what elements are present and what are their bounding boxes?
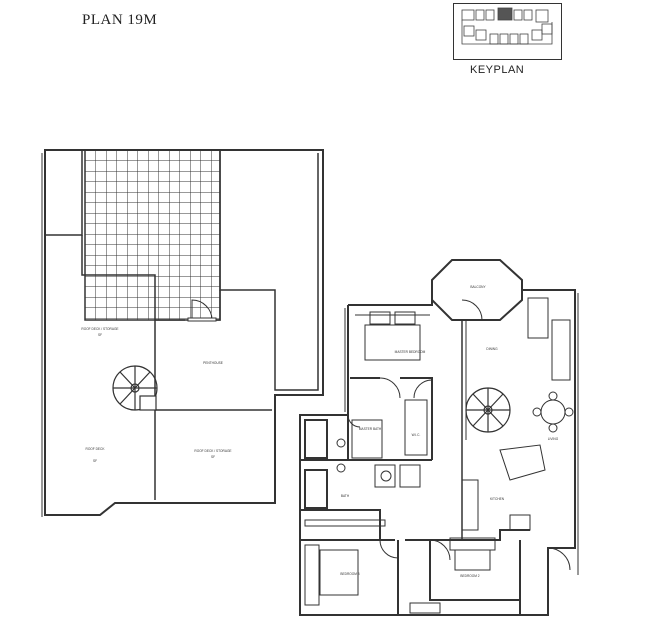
label-penthouse: PENTHOUSE [203,361,223,365]
label-master-bedroom: MASTER BEDROOM [395,350,426,354]
label-living: LIVING [548,437,559,441]
lower-level-plan [299,259,579,616]
upper-level-plan [41,149,324,517]
label-roof-deck-lower-area: SF [93,459,97,463]
label-bath: BATH [341,494,350,498]
label-bedroom-3: BEDROOM 3 [340,572,359,576]
spiral-stair-upper [112,365,158,411]
label-master-bath: MASTER BATH [359,427,382,431]
label-kitchen: KITCHEN [490,497,505,501]
label-bedroom-2: BEDROOM 2 [460,574,479,578]
label-roof-deck-right-area: SF [211,455,215,459]
label-roof-deck-main: ROOF DECK / STORAGE [81,327,118,331]
label-roof-deck-lower: ROOF DECK [86,447,106,451]
label-roof-deck-main-area: SF [98,333,102,337]
label-roof-deck-right: ROOF DECK / STORAGE [194,449,231,453]
label-balcony: BALCONY [470,285,486,289]
spiral-stair-lower [465,387,511,433]
plan-title: PLAN 19M [82,12,158,28]
label-wic: W.I.C. [412,433,421,437]
keyplan-label: KEYPLAN [470,64,525,76]
keyplan-thumbnail [453,3,562,60]
keyplan-diagram [461,7,553,45]
label-dining: DINING [486,347,498,351]
